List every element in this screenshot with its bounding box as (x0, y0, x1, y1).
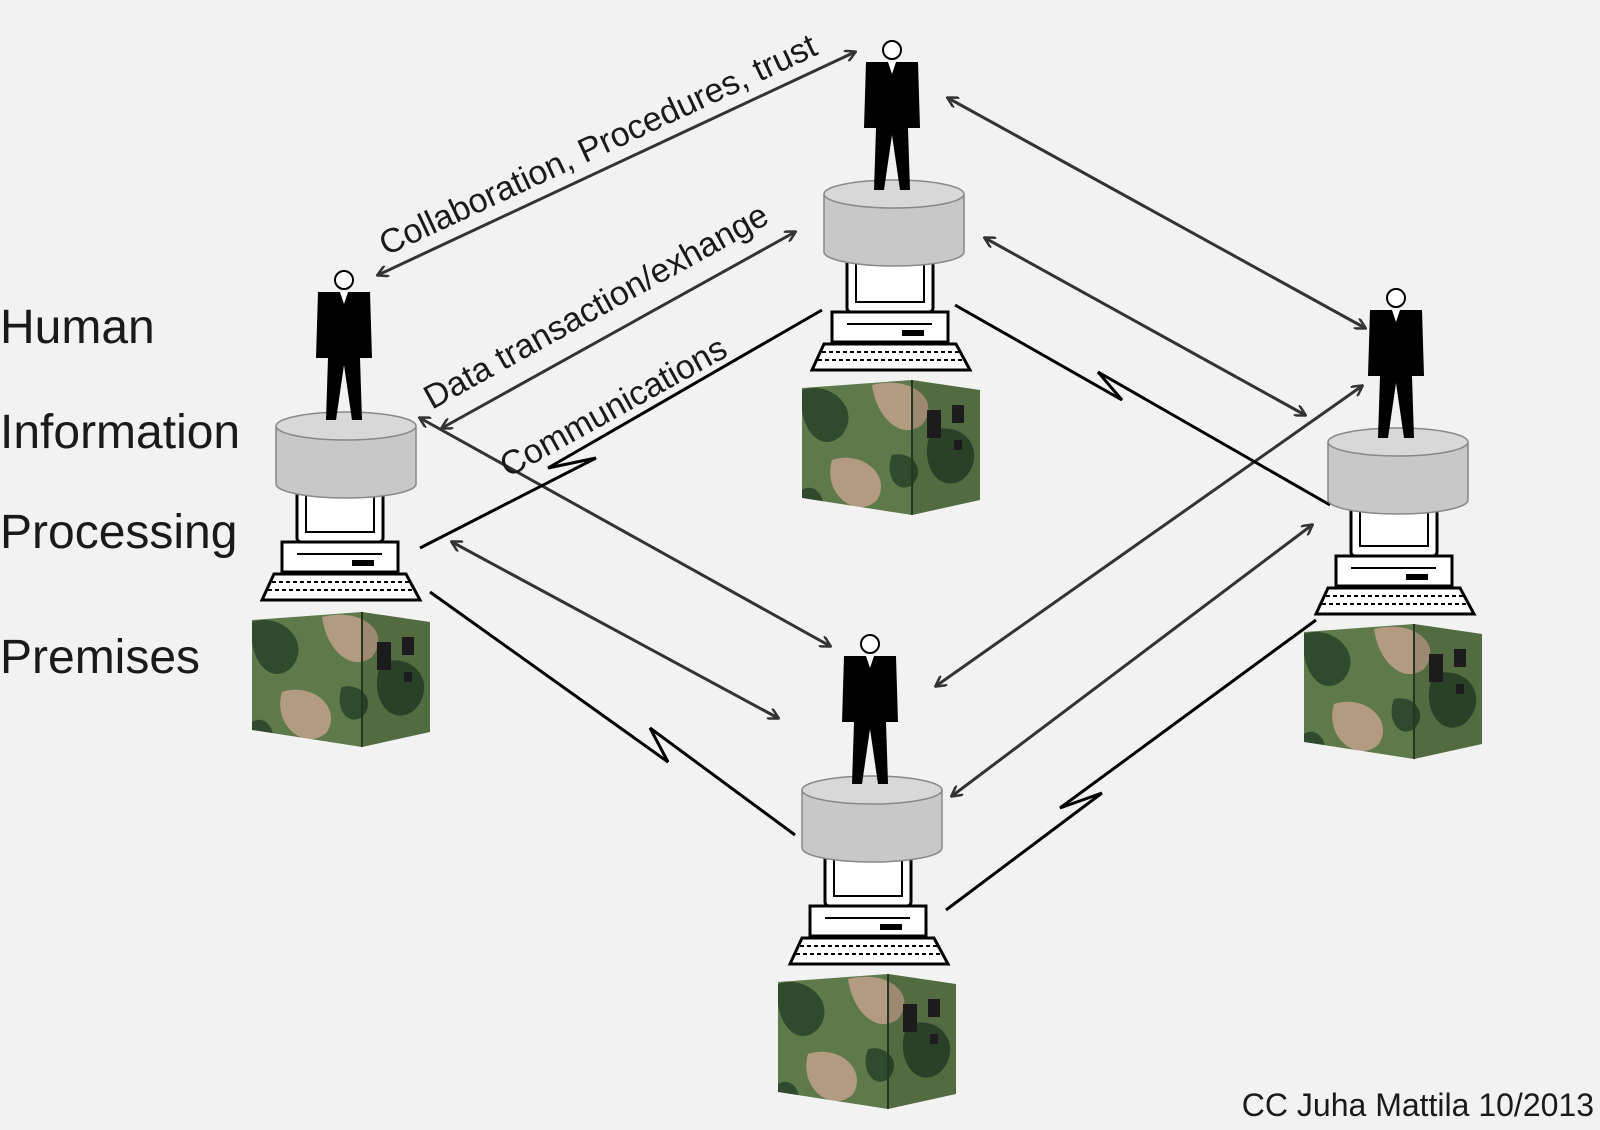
node-left (251, 270, 431, 748)
node-top (801, 40, 981, 516)
link-label-data: Data transaction/exhange (417, 196, 774, 417)
arrow-data-left-bottom (452, 542, 778, 718)
person-icon-bottom (841, 634, 899, 785)
layer-label-information: Information (0, 406, 241, 459)
premises-container-top (801, 379, 981, 516)
arrow-data-top-right (985, 238, 1305, 415)
comm-link-left-bottom (429, 590, 796, 837)
premises-container-right (1303, 623, 1483, 760)
person-icon-top (863, 40, 921, 191)
premises-container-left (251, 611, 431, 748)
information-cylinder-top (823, 179, 965, 267)
credit-text: CC Juha Mattila 10/2013 (1241, 1087, 1594, 1123)
comm-link-right-bottom (945, 618, 1317, 912)
arrow-collab-top-right (948, 98, 1365, 328)
comm-link-top-right (954, 303, 1331, 507)
person-icon-right (1367, 288, 1425, 439)
arrow-collab-left-bottom (420, 418, 830, 646)
comm-link-left-top (419, 308, 823, 550)
arrow-collab-left-top (378, 52, 855, 275)
premises-container-bottom (777, 973, 957, 1110)
information-cylinder-left (275, 411, 417, 499)
layer-label-processing: Processing (0, 506, 238, 559)
information-cylinder-right (1327, 427, 1469, 515)
arrow-data-left-top (442, 232, 795, 428)
person-icon-left (315, 270, 373, 421)
node-right (1303, 288, 1483, 760)
information-cylinder-bottom (801, 775, 943, 863)
arrow-data-right-bottom (952, 525, 1312, 796)
node-bottom (777, 634, 957, 1110)
layer-label-human: Human (0, 301, 155, 354)
layer-label-premises: Premises (0, 631, 201, 684)
